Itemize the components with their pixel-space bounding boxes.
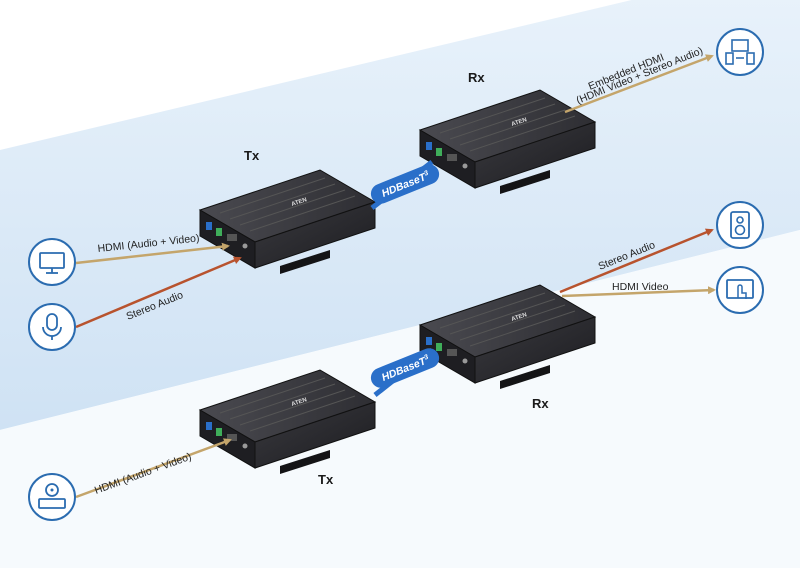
top-rx-label: Rx [468, 70, 485, 85]
top-tx-device: ATEN [199, 169, 376, 275]
brand-label: ATEN [511, 117, 528, 128]
bottom-hdmi-out-label: HDMI Video [612, 281, 669, 293]
top-rx-device: ATEN [419, 89, 596, 195]
touch-display-icon [716, 266, 764, 314]
monitor-icon [28, 238, 76, 286]
brand-label: ATEN [291, 397, 308, 408]
top-stereo-in-arrow [75, 256, 242, 329]
media-player-icon [28, 473, 76, 521]
background-band [0, 0, 800, 430]
bottom-stereo-out-arrow [559, 228, 714, 294]
home-theater-icon [716, 28, 764, 76]
speaker-icon [716, 201, 764, 249]
bottom-tx-device: ATEN [199, 369, 376, 475]
brand-label: ATEN [291, 197, 308, 208]
hdbaset-sup: 3 [423, 354, 429, 362]
hdbaset-sup: 3 [423, 170, 429, 178]
background-lower [0, 230, 800, 568]
bottom-tx-label: Tx [318, 472, 334, 487]
microphone-icon [28, 303, 76, 351]
bottom-rx-label: Rx [532, 396, 549, 411]
bottom-hdmi-out-arrow [561, 286, 716, 298]
top-hdmi-in-arrow [75, 242, 230, 265]
brand-label: ATEN [511, 312, 528, 323]
top-tx-label: Tx [244, 148, 260, 163]
bottom-hdmi-in-arrow [75, 438, 232, 499]
bottom-rx-device: ATEN [419, 284, 596, 390]
top-embedded-hdmi-arrow [564, 54, 714, 114]
